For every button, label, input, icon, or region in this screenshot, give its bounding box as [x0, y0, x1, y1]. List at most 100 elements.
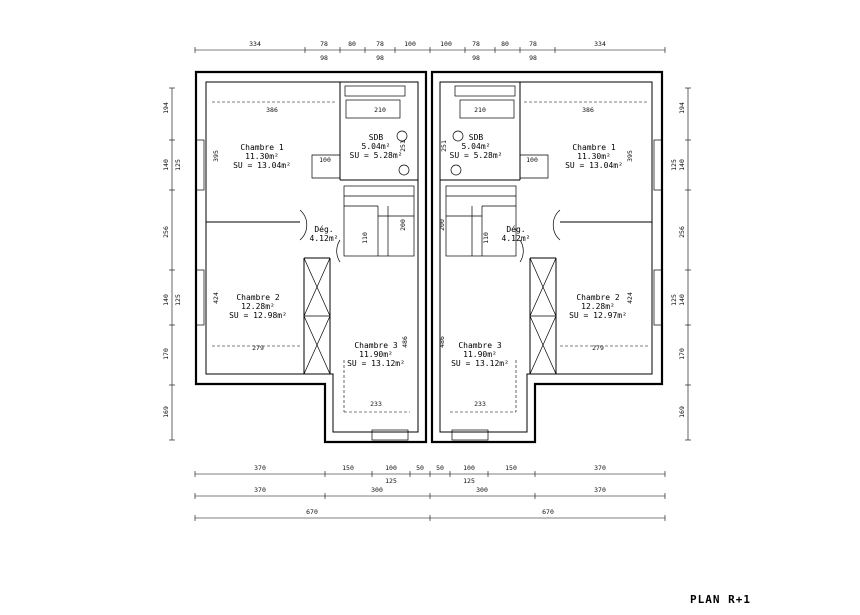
dim-top-sub-2: 98 — [376, 54, 384, 62]
dim-top-10: 334 — [594, 40, 606, 48]
right-chambre2-name: Chambre 2 — [576, 293, 620, 302]
right-dim-424: 424 — [626, 292, 634, 304]
left-unit: 386 210 251 395 100 200 110 424 279 486 … — [206, 82, 418, 413]
right-dim-251: 251 — [440, 140, 448, 152]
dim-top-2: 78 — [320, 40, 328, 48]
dim-top-sub-3: 98 — [472, 54, 480, 62]
right-dim-486: 486 — [438, 336, 446, 348]
left-sdb-su: SU = 5.28m² — [350, 151, 403, 160]
left-dim-424: 424 — [212, 292, 220, 304]
dim-bottom-6: 100 — [463, 464, 475, 472]
side-dimension-chains: 194 140 256 140 170 169 125 125 194 140 … — [162, 87, 691, 441]
dim-bottom-1: 370 — [254, 464, 266, 472]
left-dim-210: 210 — [374, 106, 386, 114]
right-chambre3-su: SU = 13.12m² — [451, 359, 509, 368]
dim-left-5: 170 — [162, 348, 170, 360]
dim-top-4: 78 — [376, 40, 384, 48]
dim-bottom-sub-2: 125 — [463, 477, 475, 485]
left-dim-486: 486 — [401, 336, 409, 348]
left-chambre3-name: Chambre 3 — [354, 341, 398, 350]
right-chambre2-area: 12.28m² — [581, 302, 615, 311]
bottom-dimension-chains: 370 150 100 50 50 100 150 370 125 125 37… — [194, 464, 666, 521]
right-deg-area: 4.12m² — [502, 234, 531, 243]
dim-bottom3-2: 670 — [542, 508, 554, 516]
left-dim-110: 110 — [361, 232, 369, 244]
dim-bottom2-1: 370 — [254, 486, 266, 494]
right-sdb-name: SDB — [469, 133, 484, 142]
dim-right-4: 140 — [678, 294, 686, 306]
dim-right-2: 140 — [678, 159, 686, 171]
right-dim-279: 279 — [592, 344, 604, 352]
left-dim-279: 279 — [252, 344, 264, 352]
dim-left-2: 140 — [162, 159, 170, 171]
left-chambre2-name: Chambre 2 — [236, 293, 280, 302]
dim-bottom-3: 100 — [385, 464, 397, 472]
dim-top-5: 100 — [404, 40, 416, 48]
dim-left-3: 256 — [162, 226, 170, 238]
left-dim-395: 395 — [212, 150, 220, 162]
left-chambre3-su: SU = 13.12m² — [347, 359, 405, 368]
left-dim-233: 233 — [370, 400, 382, 408]
left-chambre1-su: SU = 13.04m² — [233, 161, 291, 170]
left-sdb-name: SDB — [369, 133, 384, 142]
right-chambre3-name: Chambre 3 — [458, 341, 502, 350]
top-dimension-chain: 334 78 80 78 100 100 78 80 78 334 98 98 … — [194, 40, 666, 62]
left-chambre1-name: Chambre 1 — [240, 143, 284, 152]
dim-bottom-sub-1: 125 — [385, 477, 397, 485]
dim-bottom3-1: 670 — [306, 508, 318, 516]
dim-top-1: 334 — [249, 40, 261, 48]
dim-bottom-4: 50 — [416, 464, 424, 472]
left-chambre2-area: 12.28m² — [241, 302, 275, 311]
dim-top-6: 100 — [440, 40, 452, 48]
dim-right-3: 256 — [678, 226, 686, 238]
dim-right-inner-1: 125 — [670, 159, 678, 171]
dim-left-4: 140 — [162, 294, 170, 306]
dim-bottom2-3: 300 — [476, 486, 488, 494]
left-chambre2-su: SU = 12.98m² — [229, 311, 287, 320]
dim-right-6: 169 — [678, 406, 686, 418]
right-dim-110: 110 — [482, 232, 490, 244]
left-dim-251: 251 — [399, 140, 407, 152]
dim-left-inner-1: 125 — [174, 159, 182, 171]
left-dim-100: 100 — [319, 156, 331, 164]
dim-top-3: 80 — [348, 40, 356, 48]
dim-bottom2-2: 300 — [371, 486, 383, 494]
right-dim-386: 386 — [582, 106, 594, 114]
dim-left-inner-2: 125 — [174, 294, 182, 306]
dim-bottom-7: 150 — [505, 464, 517, 472]
right-sdb-su: SU = 5.28m² — [450, 151, 503, 160]
left-chambre1-area: 11.30m² — [245, 152, 279, 161]
dim-right-5: 170 — [678, 348, 686, 360]
dim-bottom-2: 150 — [342, 464, 354, 472]
right-dim-200: 200 — [438, 219, 446, 231]
right-dim-233: 233 — [474, 400, 486, 408]
left-deg-area: 4.12m² — [310, 234, 339, 243]
right-dim-210: 210 — [474, 106, 486, 114]
dim-bottom2-4: 370 — [594, 486, 606, 494]
right-chambre1-name: Chambre 1 — [572, 143, 616, 152]
left-dim-386: 386 — [266, 106, 278, 114]
right-deg-name: Dég. — [506, 224, 525, 234]
dim-top-sub-1: 98 — [320, 54, 328, 62]
right-chambre1-su: SU = 13.04m² — [565, 161, 623, 170]
left-chambre3-area: 11.90m² — [359, 350, 393, 359]
dim-bottom-5: 50 — [436, 464, 444, 472]
dim-bottom-8: 370 — [594, 464, 606, 472]
left-deg-name: Dég. — [314, 224, 333, 234]
right-dim-100: 100 — [526, 156, 538, 164]
right-chambre1-area: 11.30m² — [577, 152, 611, 161]
right-chambre2-su: SU = 12.97m² — [569, 311, 627, 320]
plan-title: PLAN R+1 — [690, 593, 751, 606]
right-dim-395: 395 — [626, 150, 634, 162]
left-dim-200: 200 — [399, 219, 407, 231]
dim-right-inner-2: 125 — [670, 294, 678, 306]
outer-walls — [194, 70, 664, 444]
right-chambre3-area: 11.90m² — [463, 350, 497, 359]
dim-left-6: 169 — [162, 406, 170, 418]
dim-left-1: 194 — [162, 102, 170, 114]
dim-top-8: 80 — [501, 40, 509, 48]
dim-top-sub-4: 98 — [529, 54, 537, 62]
right-unit: 386 210 251 395 100 200 110 424 279 486 … — [438, 82, 652, 413]
right-sdb-area: 5.04m² — [462, 142, 491, 151]
